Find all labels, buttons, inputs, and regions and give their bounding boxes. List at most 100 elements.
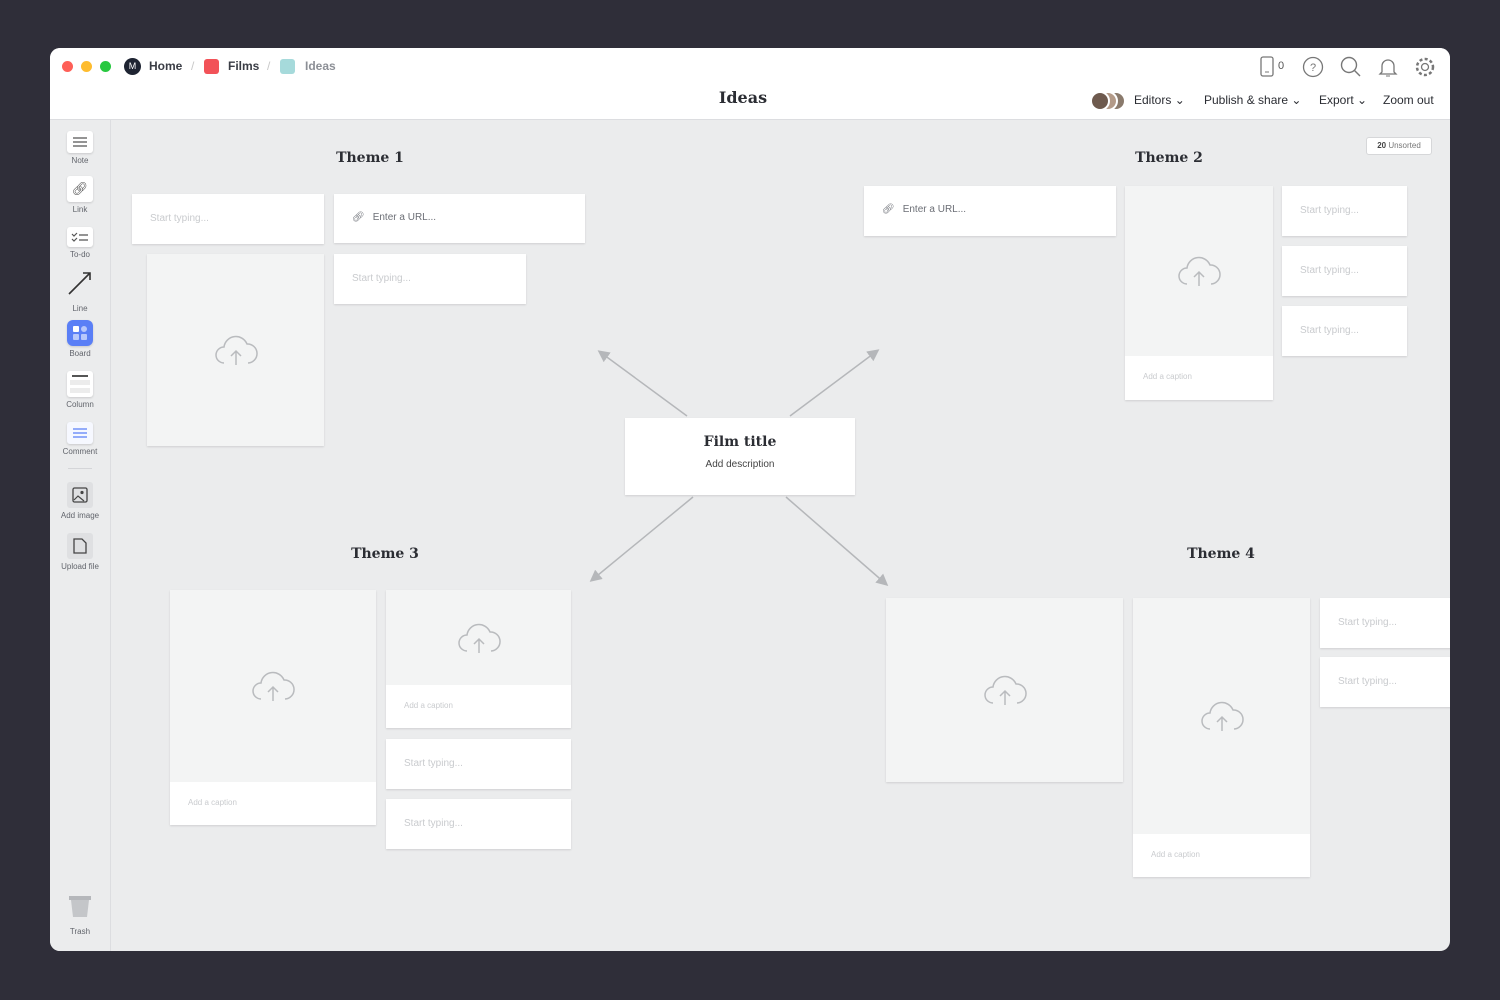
connector-arrows bbox=[589, 349, 889, 586]
note-card[interactable]: Start typing... bbox=[334, 254, 526, 304]
note-placeholder: Start typing... bbox=[404, 818, 463, 829]
upload-cloud-icon[interactable] bbox=[214, 333, 258, 367]
minimize-window-button[interactable] bbox=[81, 61, 92, 72]
unsorted-badge[interactable]: 20 Unsorted bbox=[1366, 137, 1432, 155]
link-card[interactable]: 🔗︎Enter a URL... bbox=[864, 186, 1116, 236]
chevron-down-icon: ⌄ bbox=[1291, 93, 1302, 107]
note-card[interactable]: Start typing... bbox=[1282, 246, 1407, 296]
theme-1-heading[interactable]: Theme 1 bbox=[336, 150, 404, 166]
upload-cloud-icon[interactable] bbox=[1200, 699, 1244, 733]
tool-label: To-do bbox=[69, 250, 90, 259]
trash-label: Trash bbox=[69, 927, 91, 936]
tool-label: Link bbox=[72, 205, 88, 214]
mobile-device-icon[interactable] bbox=[1259, 56, 1275, 78]
upload-cloud-icon[interactable] bbox=[983, 673, 1027, 707]
search-icon[interactable] bbox=[1340, 56, 1362, 78]
note-icon bbox=[67, 131, 93, 153]
tool-label: Note bbox=[71, 156, 89, 165]
image-card[interactable] bbox=[147, 254, 324, 446]
tool-todo[interactable]: To-do bbox=[50, 227, 110, 259]
image-card[interactable]: Add a caption bbox=[170, 590, 376, 825]
note-card[interactable]: Start typing... bbox=[1320, 657, 1450, 707]
publish-share-menu[interactable]: Publish & share ⌄ bbox=[1204, 93, 1301, 107]
caption-placeholder[interactable]: Add a caption bbox=[188, 798, 237, 807]
maximize-window-button[interactable] bbox=[100, 61, 111, 72]
help-icon[interactable]: ? bbox=[1302, 56, 1324, 78]
center-film-card[interactable]: Film title Add description bbox=[625, 418, 855, 495]
theme-4-heading[interactable]: Theme 4 bbox=[1187, 546, 1255, 562]
settings-gear-icon[interactable] bbox=[1414, 56, 1436, 78]
editors-label: Editors bbox=[1134, 93, 1172, 107]
link-icon: 🔗︎ bbox=[882, 204, 895, 215]
zoom-out-button[interactable]: Zoom out bbox=[1383, 93, 1434, 107]
url-placeholder: Enter a URL... bbox=[372, 212, 437, 223]
svg-text:?: ? bbox=[1310, 62, 1316, 74]
breadcrumb-separator: / bbox=[191, 59, 195, 73]
breadcrumb-home[interactable]: Home bbox=[149, 59, 183, 73]
top-bar: M Home / Films / Ideas Ideas 0 ? Editors… bbox=[50, 48, 1450, 120]
tool-add-image[interactable]: Add image bbox=[50, 482, 110, 520]
tool-link[interactable]: 🔗︎ Link bbox=[50, 176, 110, 214]
link-icon: 🔗︎ bbox=[67, 176, 93, 202]
notifications-bell-icon[interactable] bbox=[1377, 56, 1399, 78]
export-menu[interactable]: Export ⌄ bbox=[1319, 93, 1367, 107]
publish-label: Publish & share bbox=[1204, 93, 1289, 107]
tool-comment[interactable]: Comment bbox=[50, 422, 110, 456]
board-icon bbox=[67, 320, 93, 346]
note-placeholder: Start typing... bbox=[1338, 676, 1397, 687]
image-card[interactable]: Add a caption bbox=[386, 590, 571, 728]
tool-label: Comment bbox=[62, 447, 98, 456]
note-placeholder: Start typing... bbox=[404, 758, 463, 769]
caption-placeholder[interactable]: Add a caption bbox=[404, 701, 453, 710]
editors-menu[interactable]: Editors ⌄ bbox=[1134, 93, 1185, 107]
caption-placeholder[interactable]: Add a caption bbox=[1151, 850, 1200, 859]
editor-avatars[interactable] bbox=[1090, 91, 1128, 111]
trash[interactable]: Trash bbox=[50, 895, 110, 936]
image-card[interactable]: Add a caption bbox=[1133, 598, 1310, 877]
page-title: Ideas bbox=[718, 88, 768, 107]
breadcrumb-films[interactable]: Films bbox=[228, 59, 260, 73]
note-card[interactable]: Start typing... bbox=[132, 194, 324, 244]
tool-note[interactable]: Note bbox=[50, 131, 110, 165]
note-card[interactable]: Start typing... bbox=[386, 739, 571, 789]
todo-icon bbox=[67, 227, 93, 247]
image-icon bbox=[67, 482, 93, 508]
note-card[interactable]: Start typing... bbox=[386, 799, 571, 849]
arrow-to-theme-3[interactable] bbox=[589, 496, 694, 582]
note-card[interactable]: Start typing... bbox=[1282, 186, 1407, 236]
upload-cloud-icon[interactable] bbox=[251, 669, 295, 703]
close-window-button[interactable] bbox=[62, 61, 73, 72]
chevron-down-icon: ⌄ bbox=[1174, 93, 1185, 107]
film-title[interactable]: Film title bbox=[703, 434, 777, 450]
note-placeholder: Start typing... bbox=[1300, 325, 1359, 336]
device-count: 0 bbox=[1278, 60, 1285, 72]
arrow-to-theme-1[interactable] bbox=[597, 350, 688, 417]
film-description[interactable]: Add description bbox=[705, 459, 775, 470]
chevron-down-icon: ⌄ bbox=[1357, 93, 1368, 107]
link-card[interactable]: 🔗︎Enter a URL... bbox=[334, 194, 585, 243]
upload-cloud-icon[interactable] bbox=[457, 621, 501, 655]
app-window: M Home / Films / Ideas Ideas 0 ? Editors… bbox=[50, 48, 1450, 951]
note-card[interactable]: Start typing... bbox=[1282, 306, 1407, 356]
theme-3-heading[interactable]: Theme 3 bbox=[351, 546, 419, 562]
note-card[interactable]: Start typing... bbox=[1320, 598, 1450, 648]
line-arrow-icon bbox=[68, 272, 91, 295]
upload-cloud-icon[interactable] bbox=[1177, 254, 1221, 288]
theme-2-heading[interactable]: Theme 2 bbox=[1135, 150, 1203, 166]
films-board-icon bbox=[204, 59, 219, 74]
breadcrumb-separator: / bbox=[267, 59, 271, 73]
column-icon bbox=[67, 371, 93, 397]
tool-line[interactable]: Line bbox=[50, 270, 110, 313]
caption-placeholder[interactable]: Add a caption bbox=[1143, 372, 1192, 381]
breadcrumb-ideas[interactable]: Ideas bbox=[305, 59, 336, 73]
unsorted-label: Unsorted bbox=[1388, 141, 1421, 150]
tool-board[interactable]: Board bbox=[50, 320, 110, 358]
trash-icon bbox=[69, 896, 91, 917]
arrow-to-theme-4[interactable] bbox=[785, 496, 889, 586]
image-card[interactable] bbox=[886, 598, 1123, 782]
tool-label: Add image bbox=[60, 511, 100, 520]
tool-upload-file[interactable]: Upload file bbox=[50, 533, 110, 571]
arrow-to-theme-2[interactable] bbox=[789, 349, 880, 417]
tool-column[interactable]: Column bbox=[50, 371, 110, 409]
image-card[interactable]: Add a caption bbox=[1125, 186, 1273, 400]
